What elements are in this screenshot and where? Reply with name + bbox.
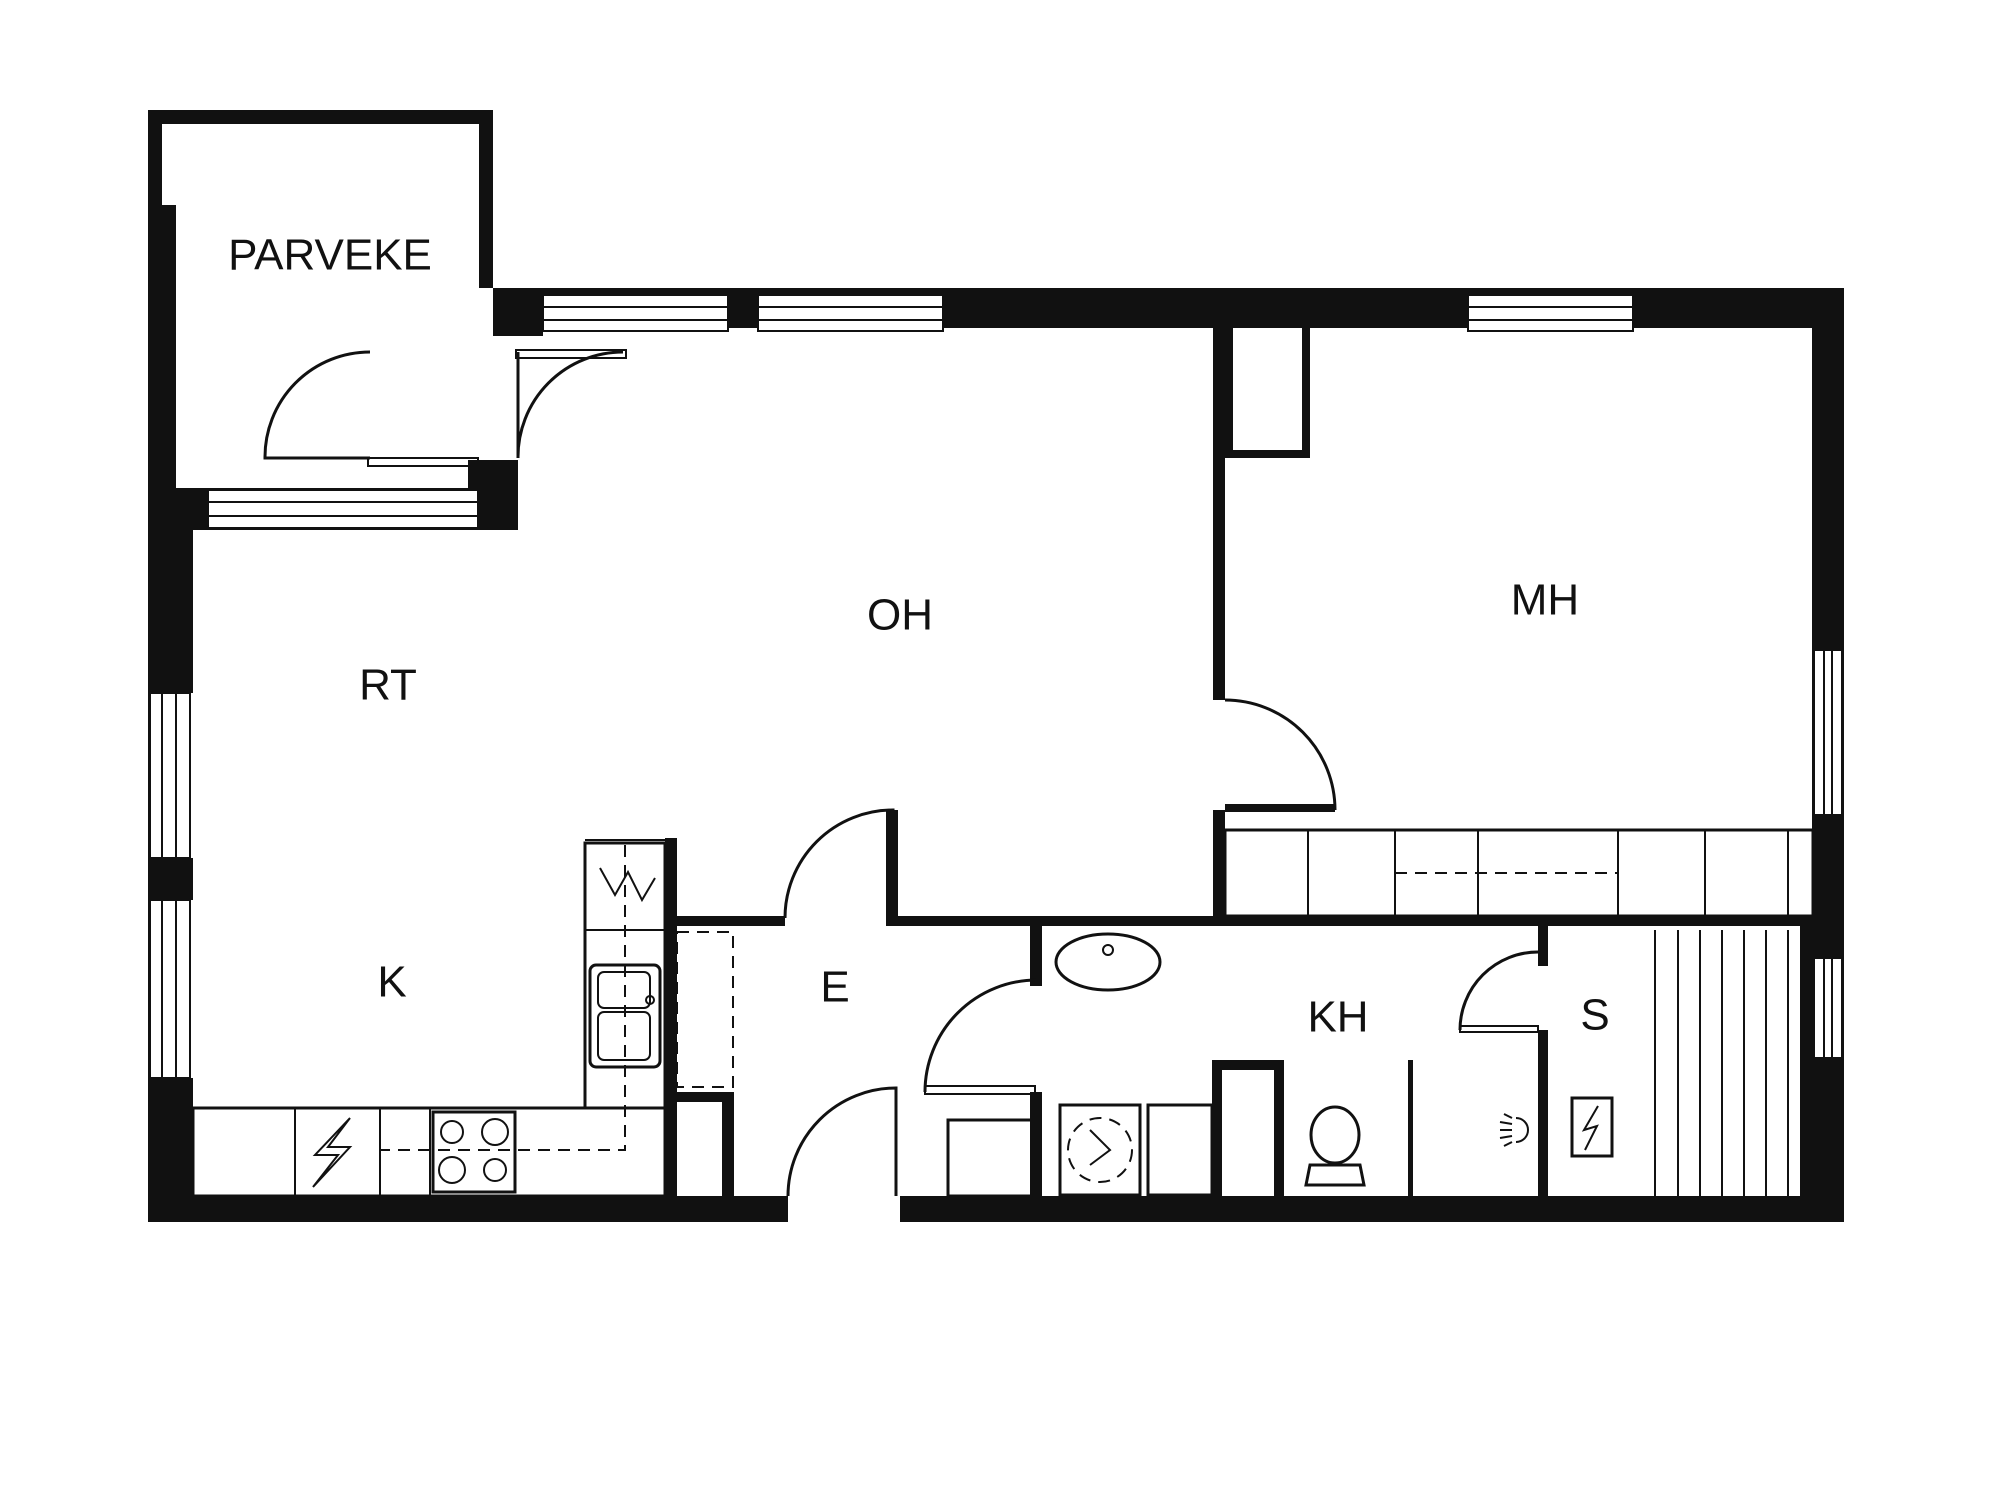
room-label-parveke: PARVEKE — [228, 231, 432, 280]
stove-icon — [431, 1110, 517, 1194]
room-labels: PARVEKE OH RT MH K E KH S — [228, 231, 1610, 1042]
electric-icon — [599, 867, 656, 903]
toilet-icon — [1304, 1105, 1366, 1187]
room-label-mh: MH — [1511, 576, 1579, 625]
sink-icon — [588, 963, 662, 1069]
interior-walls — [665, 328, 1844, 1196]
room-label-kh: KH — [1307, 993, 1368, 1042]
room-label-oh: OH — [867, 591, 933, 640]
shower-icon — [1499, 1113, 1529, 1147]
wardrobe — [1223, 828, 1815, 918]
kitchen-counter — [191, 839, 734, 1198]
room-label-s: S — [1580, 991, 1609, 1040]
sauna-benches — [1654, 930, 1789, 1196]
room-label-rt: RT — [359, 661, 417, 710]
sauna-heater-icon — [1570, 1096, 1614, 1158]
washbasin-icon — [1054, 932, 1162, 992]
washing-machine-icon — [946, 1103, 1214, 1198]
electric-icon — [312, 1117, 353, 1188]
room-label-k: K — [377, 958, 406, 1007]
doors — [263, 349, 1539, 1197]
room-label-e: E — [820, 963, 849, 1012]
windows — [149, 294, 1843, 1079]
